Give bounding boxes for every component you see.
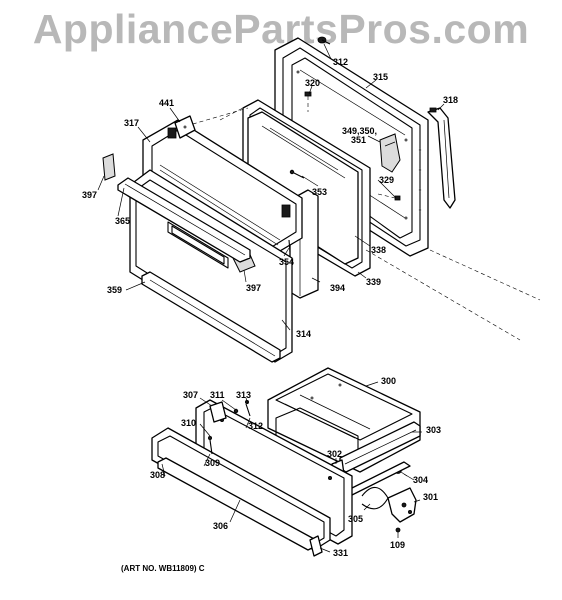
drawer-front-306: [151, 427, 331, 551]
bottom-trim-359: [141, 271, 281, 363]
callout-338: 338: [371, 245, 386, 255]
callout-359: 359: [107, 285, 122, 295]
door-back-panel-315: [274, 37, 429, 257]
callout-311: 311: [210, 390, 225, 400]
callout-109: 109: [390, 540, 405, 550]
screw-353: [289, 169, 305, 179]
callout-300: 300: [381, 376, 396, 386]
callout-365: 365: [115, 216, 130, 226]
trim-piece-397-top: [102, 153, 116, 181]
callout-313: 313: [236, 390, 251, 400]
screw-109: [395, 527, 401, 538]
callout-329: 329: [379, 175, 394, 185]
callout-397-top: 397: [82, 190, 97, 200]
callout-331: 331: [333, 548, 348, 558]
callout-315: 315: [373, 72, 388, 82]
callout-308: 308: [150, 470, 165, 480]
callout-349-350: 349,350,: [342, 126, 377, 136]
watermark: AppliancePartsPros.com: [32, 6, 530, 52]
callout-320: 320: [305, 78, 320, 88]
door-handle-365: [117, 177, 251, 263]
callout-310: 310: [181, 418, 196, 428]
hinge-349-351: [379, 133, 401, 173]
callout-397-bottom: 397: [246, 283, 261, 293]
callout-353: 353: [312, 187, 327, 197]
callout-317: 317: [124, 118, 139, 128]
bracket-301: [387, 487, 417, 523]
callout-302: 302: [327, 449, 342, 459]
callout-354: 354: [279, 257, 294, 267]
drawer-end-331: [309, 535, 323, 557]
callout-351: 351: [351, 135, 366, 145]
callout-394: 394: [330, 283, 345, 293]
clip-329: [377, 193, 401, 201]
spacer-354: [288, 239, 291, 253]
callout-306: 306: [213, 521, 228, 531]
clip-320: [304, 91, 312, 112]
callout-318: 318: [443, 95, 458, 105]
callout-307: 307: [183, 390, 198, 400]
callout-304: 304: [413, 475, 428, 485]
screw-312-top: [317, 36, 331, 45]
callout-305: 305: [348, 514, 363, 524]
callout-441: 441: [159, 98, 174, 108]
callout-314: 314: [296, 329, 311, 339]
callout-labels: 312 320 315 318 441 317 349,350, 351 397…: [82, 57, 458, 573]
callout-339: 339: [366, 277, 381, 287]
callout-312-top: 312: [333, 57, 348, 67]
leader-lines: [97, 43, 445, 553]
callout-301: 301: [423, 492, 438, 502]
spring-305: [361, 486, 389, 510]
callout-303: 303: [426, 425, 441, 435]
callout-309: 309: [205, 458, 220, 468]
callout-312-bottom: 312: [248, 421, 263, 431]
gasket-strip-318: [427, 107, 456, 209]
art-number: (ART NO. WB11809) C: [121, 564, 205, 573]
